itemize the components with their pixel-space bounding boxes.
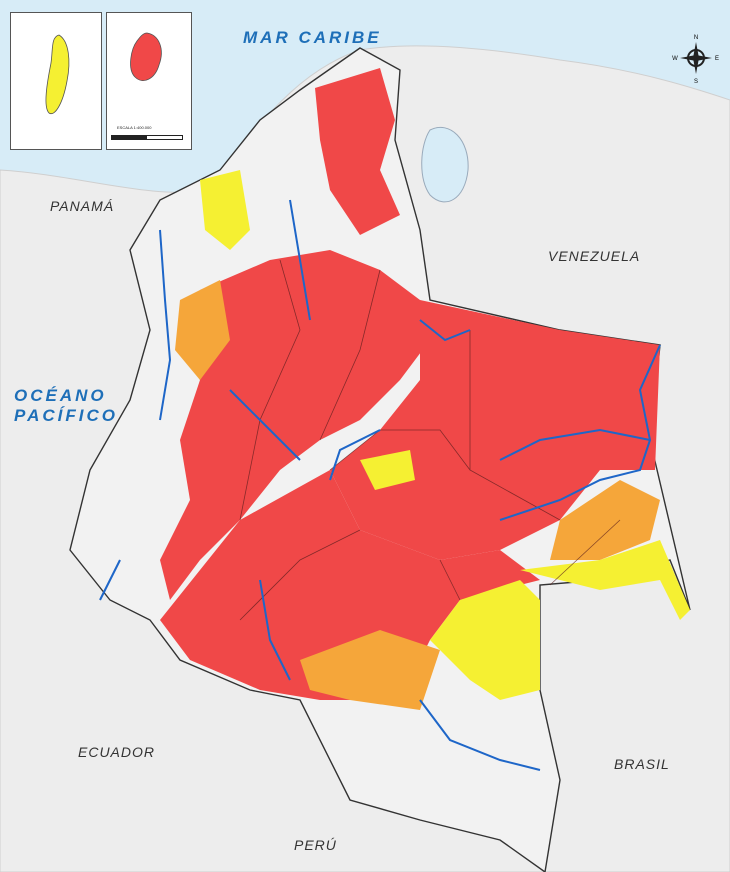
label-peru: PERÚ xyxy=(294,837,337,853)
region-yellow-central xyxy=(360,450,415,490)
label-brasil: BRASIL xyxy=(614,756,670,772)
rivers xyxy=(99,199,661,771)
scale-text: ESCALA 1:400.000 xyxy=(117,125,152,130)
region-yellow-east xyxy=(520,540,690,620)
compass-south: S xyxy=(694,79,698,85)
region-yellow-south xyxy=(430,580,540,700)
label-ecuador: ECUADOR xyxy=(78,744,156,760)
region-orange-west xyxy=(175,280,230,380)
compass-rose-icon: N S E W xyxy=(672,35,719,85)
inset-san-andres xyxy=(10,12,102,150)
label-panama: PANAMÁ xyxy=(50,198,115,214)
region-yellow-northwest xyxy=(200,170,250,250)
region-red-north xyxy=(315,68,400,235)
region-orange-east xyxy=(550,480,660,560)
compass-east: E xyxy=(715,56,719,62)
compass-west: W xyxy=(672,56,678,62)
department-borders xyxy=(239,259,621,621)
label-mar-caribe: MAR CARIBE xyxy=(243,28,382,47)
island-providencia-icon xyxy=(130,32,162,81)
label-pacifico: PACÍFICO xyxy=(14,406,118,425)
compass-north: N xyxy=(694,35,698,41)
region-red-south xyxy=(160,470,540,700)
island-san-andres-icon xyxy=(45,34,70,115)
region-orange-south xyxy=(300,630,440,710)
label-oceano: OCÉANO xyxy=(14,386,107,405)
label-venezuela: VENEZUELA xyxy=(548,248,641,264)
scale-bar xyxy=(111,135,183,140)
inset-providencia: ESCALA 1:400.000 xyxy=(106,12,192,150)
lake-maracaibo xyxy=(421,127,469,203)
region-red-east xyxy=(330,300,660,560)
